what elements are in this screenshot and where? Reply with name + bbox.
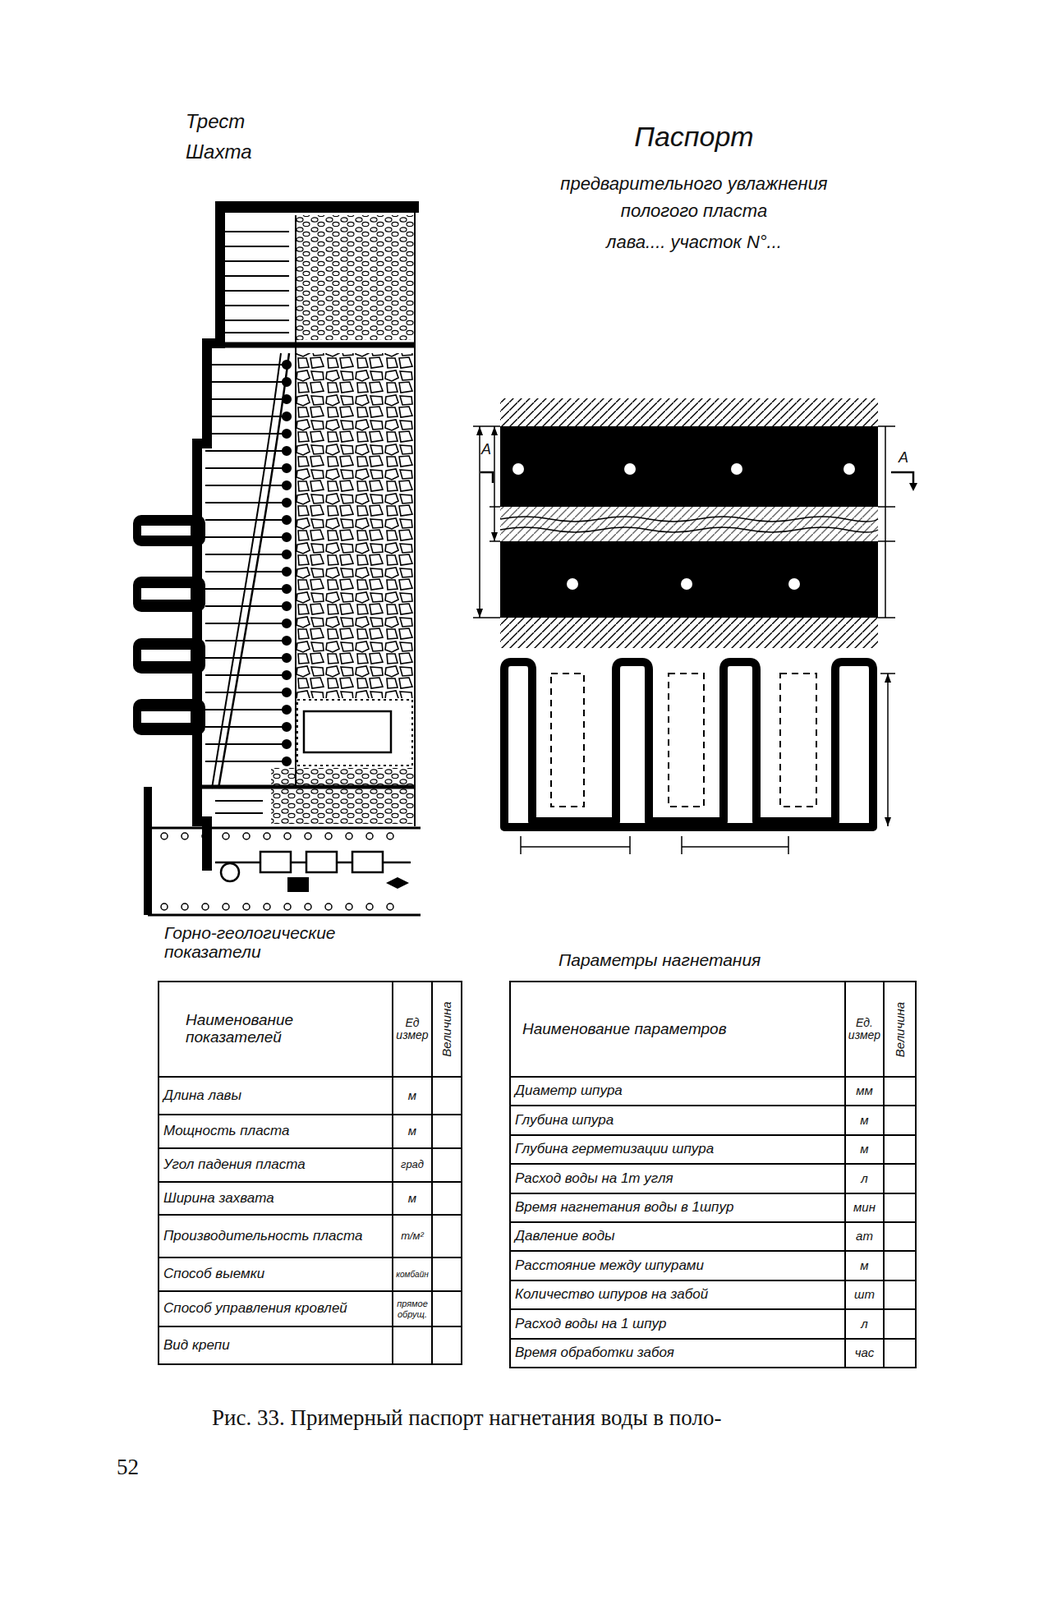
unit-cell: л bbox=[845, 1310, 883, 1338]
table-cell: Глубина шпура bbox=[511, 1106, 845, 1135]
unit-cell: прямое обрущ. bbox=[393, 1291, 432, 1326]
unit-cell: комбайн bbox=[393, 1258, 432, 1291]
table-header: Величина bbox=[883, 983, 916, 1076]
table-cell: Количество шпуров на забой bbox=[511, 1281, 845, 1309]
unit-cell: град bbox=[393, 1149, 432, 1182]
table-cell: Способ управления кровлей bbox=[160, 1291, 392, 1326]
table-cell: Длина лавы bbox=[160, 1077, 392, 1114]
unit-cell: м bbox=[845, 1251, 883, 1280]
table-heading: Параметры нагнетания bbox=[558, 950, 830, 970]
unit-cell: мм bbox=[845, 1077, 883, 1105]
table-header: Ед измер bbox=[392, 983, 433, 1076]
table-cell: Способ выемки bbox=[160, 1258, 392, 1291]
passport-title: Паспорт bbox=[529, 121, 859, 152]
subtitle-line: пологого пласта bbox=[488, 201, 900, 221]
trust-label: Трест bbox=[185, 110, 285, 133]
unit-cell: мин bbox=[845, 1194, 883, 1222]
mine-label: Шахта bbox=[185, 141, 285, 163]
table-cell: Угол падения пласта bbox=[160, 1149, 392, 1182]
unit-cell: м bbox=[393, 1115, 432, 1148]
unit-cell: ат bbox=[845, 1222, 883, 1251]
table-cell: Производительность пласта bbox=[160, 1215, 392, 1257]
table-cell: Мощность пласта bbox=[160, 1115, 392, 1148]
table-cell: Глубина герметизации шпура bbox=[511, 1135, 845, 1163]
table-cell: Время обработки забоя bbox=[511, 1339, 845, 1367]
table-cell: Вид крепи bbox=[160, 1327, 392, 1364]
unit-cell: м bbox=[393, 1182, 432, 1214]
table-cell: Расход воды на 1 шпур bbox=[511, 1310, 845, 1338]
table-cell: Расход воды на 1т угля bbox=[511, 1164, 845, 1193]
table-cell: Время нагнетания воды в 1шпур bbox=[511, 1194, 845, 1222]
section-mark: А bbox=[898, 450, 915, 467]
table-cell: Расстояние между шпурами bbox=[511, 1251, 845, 1280]
table-header: Наименование показателей bbox=[160, 983, 391, 1076]
table-cell: Диаметр шпура bbox=[511, 1077, 845, 1105]
unit-cell: л bbox=[845, 1164, 883, 1193]
page-number: 52 bbox=[116, 1455, 166, 1481]
table-heading: Горно-геологические показатели bbox=[164, 923, 370, 961]
unit-cell: м bbox=[845, 1106, 883, 1135]
table-header: Ед. измер bbox=[845, 983, 884, 1076]
figure-caption: Рис. 33. Примерный паспорт нагнетания во… bbox=[211, 1406, 952, 1431]
unit-cell: т/м² bbox=[393, 1215, 432, 1257]
table-cell: Ширина захвата bbox=[160, 1182, 392, 1214]
unit-cell: м bbox=[845, 1135, 883, 1163]
subtitle-line: предварительного увлажнения bbox=[488, 174, 900, 194]
table-cell: Давление воды bbox=[511, 1222, 845, 1251]
subtitle-line: лава.... участок N°... bbox=[488, 232, 900, 253]
section-mark: А bbox=[481, 441, 498, 459]
table-header: Величина bbox=[432, 983, 462, 1076]
unit-cell: час bbox=[845, 1339, 883, 1367]
unit-cell: м bbox=[393, 1077, 432, 1114]
table-header: Наименование параметров bbox=[512, 983, 844, 1076]
unit-cell: шт bbox=[845, 1281, 883, 1309]
